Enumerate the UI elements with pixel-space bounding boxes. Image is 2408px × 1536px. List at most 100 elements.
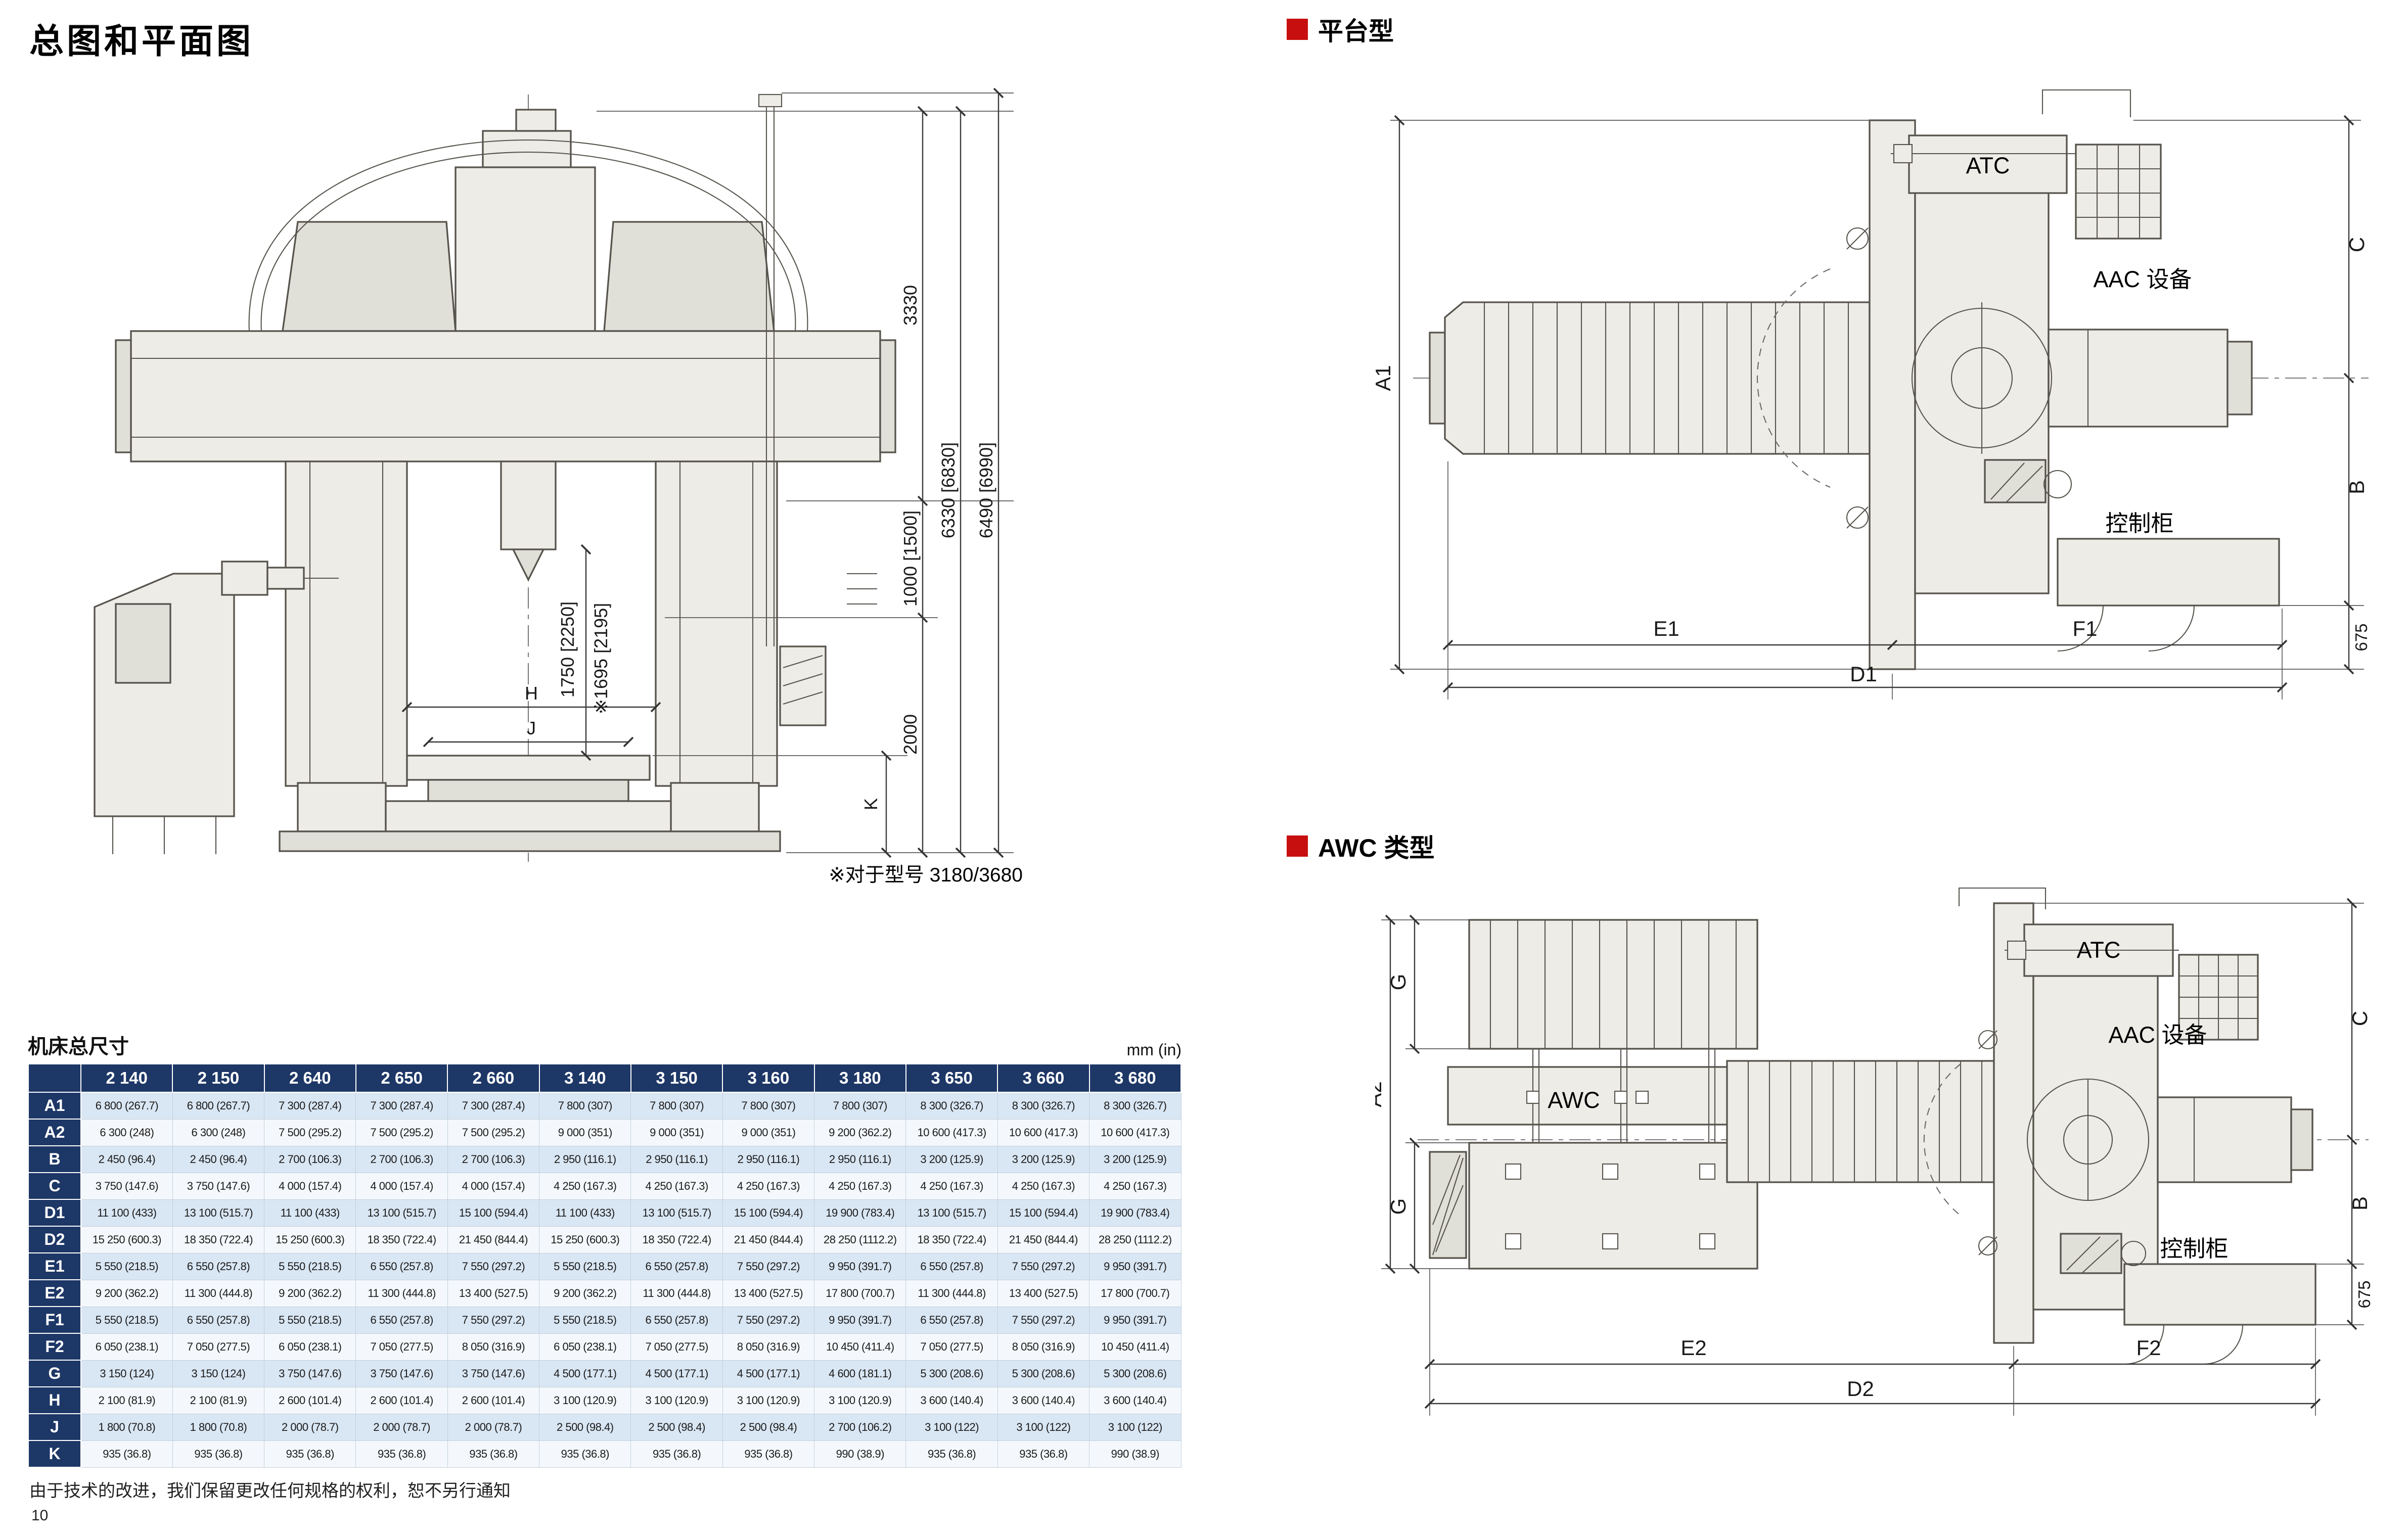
section-title-platform: 平台型: [1318, 17, 1394, 45]
table-cell: 3 150 (124): [172, 1360, 265, 1387]
awc-aac-label: AAC 设备: [2108, 1022, 2207, 1048]
table-cell: 9 000 (351): [722, 1119, 815, 1146]
table-cell: 9 000 (351): [539, 1119, 631, 1146]
table-cell: 4 000 (157.4): [355, 1172, 448, 1200]
column-header: 3 140: [538, 1063, 631, 1093]
table-cell: 10 600 (417.3): [905, 1119, 998, 1146]
table-cell: 13 100 (515.7): [630, 1199, 723, 1227]
table-cell: 15 100 (594.4): [997, 1199, 1090, 1227]
front-view-drawing: 3330 1000 [1500] 2000 6330 [6830] 6490 […: [94, 87, 1023, 886]
platform-machine-outline: [1429, 119, 2280, 670]
table-cell: 2 100 (81.9): [80, 1386, 173, 1414]
table-cell: 8 050 (316.9): [997, 1333, 1090, 1361]
column-header: 3 680: [1088, 1063, 1182, 1093]
dim-E1-label: E1: [1653, 617, 1679, 640]
table-cell: 28 250 (1112.2): [1089, 1226, 1182, 1253]
row-label: E2: [28, 1279, 81, 1307]
table-cell: 4 250 (167.3): [997, 1172, 1090, 1200]
dim-1695-label: ※1695 [2195]: [590, 603, 611, 714]
table-cell: 935 (36.8): [997, 1440, 1090, 1468]
table-cell: 13 100 (515.7): [355, 1199, 448, 1227]
table-cell: 2 450 (96.4): [172, 1145, 265, 1173]
table-cell: 7 050 (277.5): [172, 1333, 265, 1361]
row-label: K: [28, 1440, 81, 1468]
column-header: 2 150: [172, 1063, 265, 1093]
table-cell: 5 550 (218.5): [539, 1252, 631, 1280]
table-cell: 4 500 (177.1): [722, 1360, 815, 1387]
awc-label: AWC: [1548, 1087, 1600, 1113]
row-label: E1: [28, 1252, 81, 1280]
table-cell: 6 550 (257.8): [355, 1252, 448, 1280]
table-cell: 11 300 (444.8): [630, 1279, 723, 1307]
table-cell: 13 400 (527.5): [997, 1279, 1090, 1307]
table-cell: 4 500 (177.1): [630, 1360, 723, 1387]
table-cell: 13 100 (515.7): [172, 1199, 265, 1227]
table-cell: 11 300 (444.8): [905, 1279, 998, 1307]
page-number: 10: [31, 1507, 49, 1524]
table-cell: 3 750 (147.6): [80, 1172, 173, 1200]
table-cell: 1 800 (70.8): [80, 1413, 173, 1441]
row-label: H: [28, 1386, 81, 1414]
table-cell: 15 250 (600.3): [264, 1226, 356, 1253]
table-cell: 7 550 (297.2): [997, 1252, 1090, 1280]
table-cell: 15 100 (594.4): [722, 1199, 815, 1227]
row-label: B: [28, 1145, 81, 1173]
platform-plan-drawing: ATC AAC 设备 控制柜 A1 C B 675 E1 F1 D1: [1375, 89, 2371, 700]
aac-label: AAC 设备: [2093, 266, 2192, 292]
table-cell: 4 250 (167.3): [539, 1172, 631, 1200]
dim-C-label: C: [2348, 1011, 2372, 1026]
table-cell: 5 550 (218.5): [539, 1306, 631, 1334]
table-head-row: 机床总尺寸 mm (in): [28, 1035, 1182, 1059]
awc-dimension-lines: [1385, 898, 2357, 1409]
dim-E2-label: E2: [1680, 1336, 1706, 1360]
table-cell: 935 (36.8): [905, 1440, 998, 1468]
table-title: 机床总尺寸: [28, 1036, 129, 1058]
column-header: 3 160: [722, 1063, 815, 1093]
table-cell: 18 350 (722.4): [905, 1226, 998, 1253]
table-cell: 5 300 (208.6): [1089, 1360, 1182, 1387]
table-cell: 9 950 (391.7): [1089, 1306, 1182, 1334]
table-cell: 6 550 (257.8): [172, 1306, 265, 1334]
table-cell: 13 400 (527.5): [447, 1279, 540, 1307]
table-cell: 15 100 (594.4): [447, 1199, 540, 1227]
table-cell: 7 800 (307): [630, 1092, 723, 1120]
table-cell: 10 600 (417.3): [1089, 1119, 1182, 1146]
section-marker-icon: [1287, 835, 1308, 857]
dim-2000-label: 2000: [900, 714, 921, 755]
table-cell: 935 (36.8): [630, 1440, 723, 1468]
dim-H-label: H: [525, 683, 538, 704]
dim-F1-label: F1: [2072, 617, 2097, 640]
dim-675-label: 675: [2355, 1280, 2374, 1308]
table-cell: 4 600 (181.1): [814, 1360, 906, 1387]
table-cell: 7 550 (297.2): [722, 1252, 815, 1280]
table-cell: 935 (36.8): [80, 1440, 173, 1468]
column-header: 3 150: [630, 1063, 723, 1093]
table-cell: 5 550 (218.5): [80, 1306, 173, 1334]
front-view-footnote: ※对于型号 3180/3680: [829, 864, 1023, 886]
table-cell: 2 000 (78.7): [447, 1413, 540, 1441]
table-cell: 5 550 (218.5): [264, 1306, 356, 1334]
row-label: A2: [28, 1119, 81, 1146]
row-label: F1: [28, 1306, 81, 1334]
table-cell: 6 800 (267.7): [80, 1092, 173, 1120]
table-cell: 2 500 (98.4): [539, 1413, 631, 1441]
row-label: C: [28, 1172, 81, 1200]
atc-label: ATC: [1966, 153, 2010, 178]
dim-3330-label: 3330: [900, 285, 921, 325]
row-label: D2: [28, 1226, 81, 1253]
table-cell: 7 550 (297.2): [447, 1252, 540, 1280]
table-cell: 6 300 (248): [172, 1119, 265, 1146]
section-title-awc: AWC 类型: [1318, 834, 1435, 862]
column-header: 2 140: [80, 1063, 173, 1093]
table-cell: 3 200 (125.9): [905, 1145, 998, 1173]
dim-D1-label: D1: [1850, 662, 1877, 686]
column-header: 2 650: [355, 1063, 448, 1093]
table-cell: 2 700 (106.3): [355, 1145, 448, 1173]
table-cell: 6 300 (248): [80, 1119, 173, 1146]
table-cell: 21 450 (844.4): [997, 1226, 1090, 1253]
dimension-lines: [401, 87, 1004, 858]
